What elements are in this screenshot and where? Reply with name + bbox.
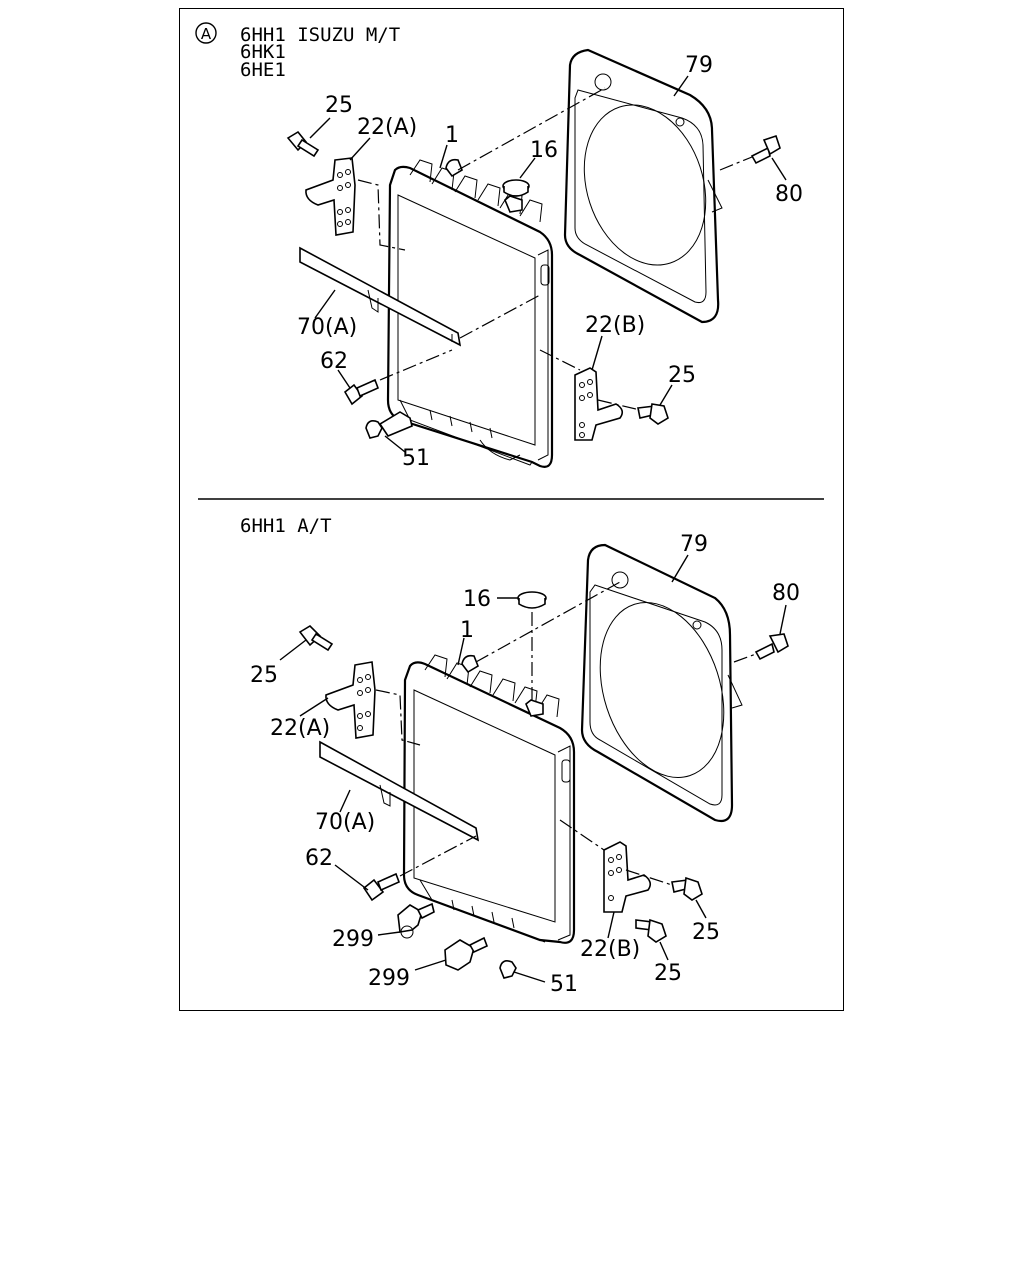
callout-b-299-lower: 299 — [368, 966, 410, 991]
centerline-a-1 — [457, 87, 606, 171]
bracket-22a-b — [325, 661, 376, 739]
callout-b-22b: 22(B) — [580, 937, 640, 962]
bracket-22b-b — [603, 841, 652, 913]
bolt-25-right-upper — [671, 876, 703, 901]
centerline-a-7 — [719, 156, 753, 171]
fan-shroud-79-b — [580, 543, 743, 823]
centerline-a-3 — [459, 294, 541, 339]
leader-b-25-left — [279, 639, 307, 661]
leader-a-22b — [591, 335, 603, 371]
callout-a-25-top: 25 — [325, 93, 353, 118]
centerline-b-5 — [559, 819, 605, 851]
bolt-62 — [343, 378, 380, 406]
section-a-title-line-1: 6HH1 ISUZU M/T — [240, 24, 400, 46]
leader-b-299-upper — [377, 931, 401, 936]
callout-b-51: 51 — [550, 972, 578, 997]
bolt-25-top — [286, 130, 320, 158]
stay-bar-70a — [299, 246, 462, 347]
leader-a-25-top — [309, 117, 331, 139]
centerline-a-2 — [357, 179, 406, 251]
callout-b-1: 1 — [460, 618, 474, 643]
callout-a-1: 1 — [445, 123, 459, 148]
elbow-299-lower — [444, 936, 489, 971]
centerline-b-1 — [475, 581, 621, 663]
bracket-22a — [305, 157, 356, 236]
radiator-cap-16 — [502, 179, 530, 197]
bolt-80-b — [754, 633, 789, 661]
radiator-cap-16-b — [517, 591, 547, 609]
leader-a-1 — [439, 144, 448, 169]
callout-b-25-left: 25 — [250, 663, 278, 688]
callout-a-70a: 70(A) — [297, 315, 357, 340]
bolt-25-right — [637, 403, 669, 425]
callout-b-70a: 70(A) — [315, 810, 375, 835]
leader-b-62 — [334, 864, 369, 891]
leader-a-16 — [519, 157, 536, 179]
callout-b-62: 62 — [305, 846, 333, 871]
section-a: A 6HH1 ISUZU M/T 6HK1 6HE1 — [195, 22, 803, 471]
centerline-a-5 — [539, 349, 581, 371]
callout-b-25-right-lower: 25 — [654, 961, 682, 986]
leader-b-22a — [299, 697, 329, 717]
leader-b-22b — [607, 911, 615, 939]
centerline-b-3 — [375, 689, 421, 746]
bolt-25-left — [298, 624, 334, 652]
leader-b-1 — [457, 637, 465, 666]
leader-b-79 — [671, 554, 689, 583]
callout-a-22b: 22(B) — [585, 313, 645, 338]
section-b: 6HH1 A/T — [240, 515, 800, 997]
callout-a-22a: 22(A) — [357, 115, 417, 140]
leader-b-25-right-upper — [695, 899, 707, 919]
leader-b-70a — [339, 789, 351, 813]
centerline-a-6 — [597, 399, 641, 411]
drain-cock-51 — [365, 411, 413, 439]
callout-b-25-right-upper: 25 — [692, 920, 720, 945]
section-a-title-line-2: 6HK1 — [240, 41, 286, 63]
leader-a-25-right — [659, 384, 673, 406]
stay-bar-70a-b — [319, 740, 480, 842]
leader-b-299-lower — [414, 959, 447, 971]
elbow-299-upper — [397, 902, 435, 939]
centerline-b-7 — [733, 653, 757, 663]
leader-a-62 — [337, 369, 351, 389]
centerline-a-4 — [379, 349, 453, 381]
diagram-frame — [179, 8, 844, 1011]
callout-b-22a: 22(A) — [270, 716, 330, 741]
callout-b-79: 79 — [680, 532, 708, 557]
leader-b-25-right-lower — [659, 941, 669, 961]
section-marker-circle — [195, 22, 217, 44]
drain-cock-51-b — [499, 960, 517, 979]
leader-a-22a — [349, 137, 371, 161]
callout-a-25-right: 25 — [668, 363, 696, 388]
fan-shroud-79 — [563, 48, 723, 324]
leader-a-79 — [673, 75, 689, 97]
callout-a-62: 62 — [320, 349, 348, 374]
centerline-b-6 — [625, 869, 673, 886]
bolt-80 — [750, 134, 781, 165]
leader-a-70a — [314, 289, 336, 319]
callout-b-80: 80 — [772, 581, 800, 606]
section-b-title: 6HH1 A/T — [240, 515, 332, 537]
callout-a-51: 51 — [402, 446, 430, 471]
section-marker-label: A — [201, 25, 212, 43]
bracket-22b — [574, 367, 624, 441]
bolt-25-right-lower — [635, 918, 667, 943]
leader-b-80 — [779, 604, 787, 635]
callout-a-79: 79 — [685, 53, 713, 78]
callout-a-80: 80 — [775, 182, 803, 207]
leader-a-51 — [384, 435, 406, 453]
section-a-title-line-3: 6HE1 — [240, 59, 286, 81]
callout-b-299-upper: 299 — [332, 927, 374, 952]
radiator-core-1-b — [402, 654, 576, 944]
callout-a-16: 16 — [530, 138, 558, 163]
leader-b-51 — [513, 971, 546, 983]
leader-a-80 — [771, 157, 787, 181]
callout-b-16: 16 — [463, 587, 491, 612]
bolt-62-b — [362, 872, 401, 902]
